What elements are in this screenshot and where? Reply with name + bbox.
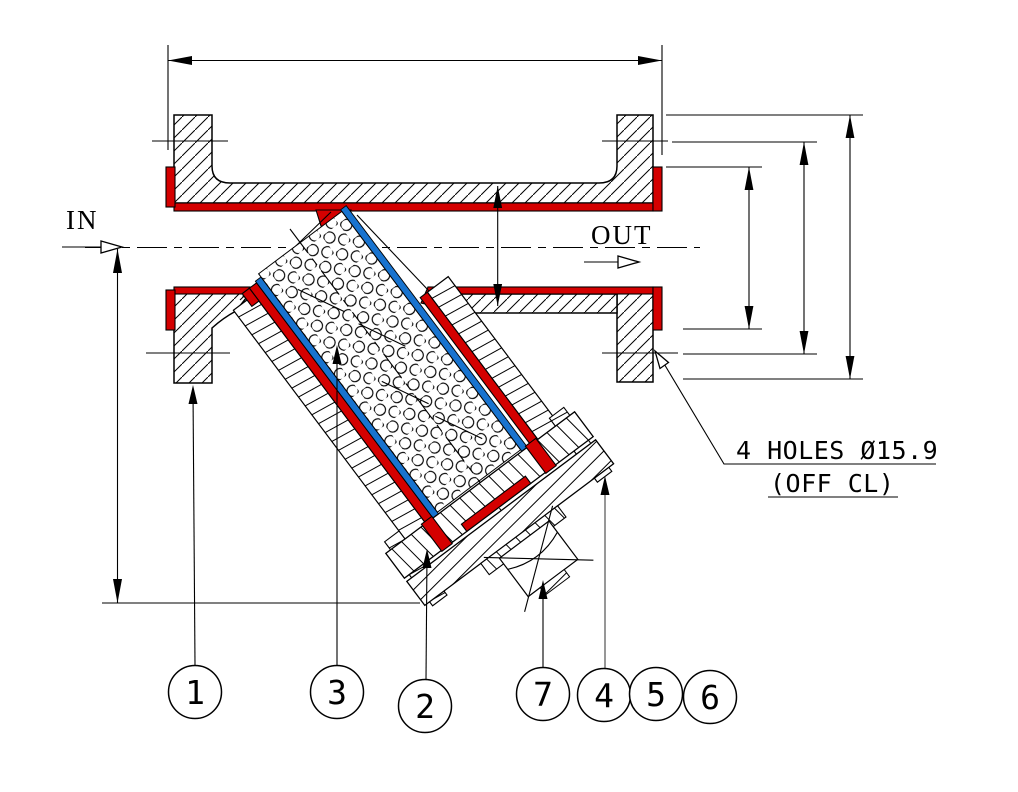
balloon-6: 6: [682, 669, 738, 725]
balloon-leaders: [188, 345, 610, 680]
facing-right-upper: [652, 166, 663, 212]
balloon-5-label: 5: [646, 675, 666, 714]
outlet-flow-arrow: [617, 255, 642, 269]
balloon-5: 5: [628, 666, 684, 722]
dimension-bore: [493, 186, 503, 306]
pipe-lower-right-flange: [616, 292, 654, 383]
strainer-branch: [232, 204, 615, 612]
balloon-2-label: 2: [415, 687, 435, 726]
bolt-hole-centermarks: [146, 140, 678, 354]
lining-bottom-left: [173, 286, 251, 295]
dimension-face-to-face: [167, 45, 663, 155]
balloon-4-label: 4: [594, 676, 614, 715]
lining-top: [173, 202, 654, 212]
balloon-4: 4: [576, 667, 632, 723]
pipe-upper-wall: [173, 114, 654, 204]
holes-note-line1: 4 HOLES Ø15.9: [736, 436, 938, 465]
outlet-label-group: OUT: [584, 220, 653, 269]
facing-right-lower: [652, 286, 663, 331]
outlet-label: OUT: [591, 220, 653, 250]
branch-lining-left-jog: [241, 287, 260, 308]
cap-gasket-left: [420, 515, 453, 553]
balloon-1-label: 1: [185, 673, 205, 712]
balloon-3: 3: [309, 664, 365, 720]
balloon-2: 2: [397, 678, 453, 734]
balloon-7-label: 7: [533, 675, 553, 714]
inlet-flow-arrow: [100, 240, 125, 254]
dimension-bolt-circle: [672, 141, 817, 355]
cap-gasket-mid: [460, 475, 532, 533]
inlet-label: IN: [66, 205, 99, 235]
balloon-3-label: 3: [327, 673, 347, 712]
dimension-raised-face: [666, 166, 762, 330]
note-leader-arrow: [653, 349, 670, 370]
balloon-1: 1: [167, 664, 223, 720]
cap-gasket-right: [524, 437, 557, 475]
facing-left-lower: [165, 289, 176, 331]
holes-note-line2: (OFF CL): [770, 469, 894, 498]
inlet-label-group: IN: [62, 205, 125, 254]
balloon-6-label: 6: [700, 678, 720, 717]
facing-left-upper: [165, 166, 176, 208]
balloon-7: 7: [515, 666, 571, 722]
holes-note: 4 HOLES Ø15.9 (OFF CL): [653, 349, 938, 498]
lining-bottom-right: [427, 286, 654, 295]
dimension-flange-od: [666, 114, 863, 380]
dimension-height-left: [102, 249, 420, 604]
